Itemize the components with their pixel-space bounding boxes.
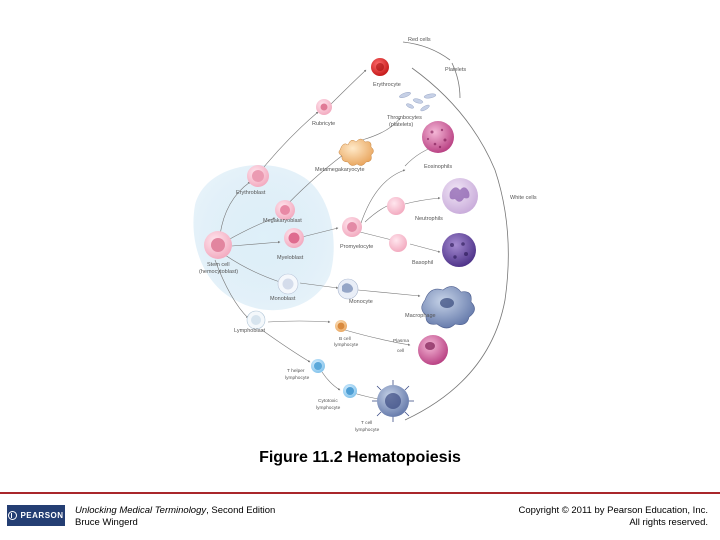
label-t-helper: T helper <box>287 368 305 374</box>
label-monoblast: Monoblast <box>270 296 296 302</box>
label-t-cell: T cell <box>361 420 372 426</box>
footer-rule <box>0 492 720 494</box>
label-cytotoxic: Cytotoxic <box>318 398 338 404</box>
label-plasma: Plasma <box>393 338 409 344</box>
label-platelets: Platelets <box>445 67 466 73</box>
label-basophil: Basophil <box>412 260 433 266</box>
label-stem-cell-sub: (hemocytoblast) <box>199 269 238 275</box>
white-cells-bracket <box>404 67 509 421</box>
label-lymphoblast: Lymphoblast <box>234 328 265 334</box>
metamegakaryocyte-cell <box>338 138 374 166</box>
label-b-cell: B cell <box>339 336 351 342</box>
plasma-cell <box>418 335 448 365</box>
book-edition: , Second Edition <box>206 505 276 516</box>
label-red-cells: Red cells <box>408 37 431 43</box>
label-macrophage: Macrophage <box>405 313 436 319</box>
label-stem-cell: Stem cell <box>207 262 230 268</box>
pearson-mark-icon <box>8 511 18 520</box>
myelocyte-upper-cell <box>387 197 405 215</box>
copyright-text: Copyright © 2011 by Pearson Education, I… <box>518 505 708 516</box>
label-erythroblast: Erythroblast <box>236 190 266 196</box>
hematopoiesis-diagram: Red cells Erythrocyte Platelets Rubricyt… <box>193 37 537 433</box>
red-cells-bracket <box>402 41 461 99</box>
diagram-labels: Red cells Erythrocyte Platelets Rubricyt… <box>199 37 537 433</box>
myelocyte-lower-cell <box>389 234 407 252</box>
book-author: Bruce Wingerd <box>75 517 138 528</box>
basophil-cell <box>442 233 476 267</box>
logo-wordmark: PEARSON <box>20 511 64 520</box>
lineage-arrows <box>214 69 441 401</box>
label-megakaryoblast: Megakaryoblast <box>263 218 302 224</box>
label-cytotoxic-sub: lymphocyte <box>316 405 341 411</box>
book-title-line: Unlocking Medical Terminology, Second Ed… <box>75 505 275 517</box>
label-t-cell-sub: lymphocyte <box>355 427 380 433</box>
footer-copyright: Copyright © 2011 by Pearson Education, I… <box>518 505 708 529</box>
label-erythrocyte: Erythrocyte <box>373 82 401 88</box>
rights-text: All rights reserved. <box>629 517 708 528</box>
thrombocytes-cells <box>399 92 437 112</box>
label-thrombocytes: Thrombocytes <box>387 115 422 121</box>
footer-citation: Unlocking Medical Terminology, Second Ed… <box>75 505 275 529</box>
label-promyelocyte: Promyelocyte <box>340 244 373 250</box>
label-t-helper-sub: lymphocyte <box>285 375 310 381</box>
label-myeloblast: Myeloblast <box>277 255 304 261</box>
cells <box>204 58 478 422</box>
label-white-cells: White cells <box>510 195 537 201</box>
pearson-logo: PEARSON <box>7 505 65 526</box>
book-title: Unlocking Medical Terminology <box>75 505 207 516</box>
label-plasma-sub: cell <box>397 348 404 354</box>
label-monocyte: Monocyte <box>349 299 373 305</box>
label-neutrophils: Neutrophils <box>415 216 443 222</box>
stem-cell-zone <box>193 165 334 311</box>
figure-caption: Figure 11.2 Hematopoiesis <box>259 449 461 466</box>
eosinophil-cell <box>422 121 454 153</box>
label-b-cell-sub: lymphocyte <box>334 342 359 348</box>
label-rubricyte: Rubricyte <box>312 121 335 127</box>
label-metamegakaryocyte: Metamegakaryocyte <box>315 167 365 173</box>
label-eosinophils: Eosinophils <box>424 164 452 170</box>
label-thrombocytes-sub: (platelets) <box>389 122 413 128</box>
